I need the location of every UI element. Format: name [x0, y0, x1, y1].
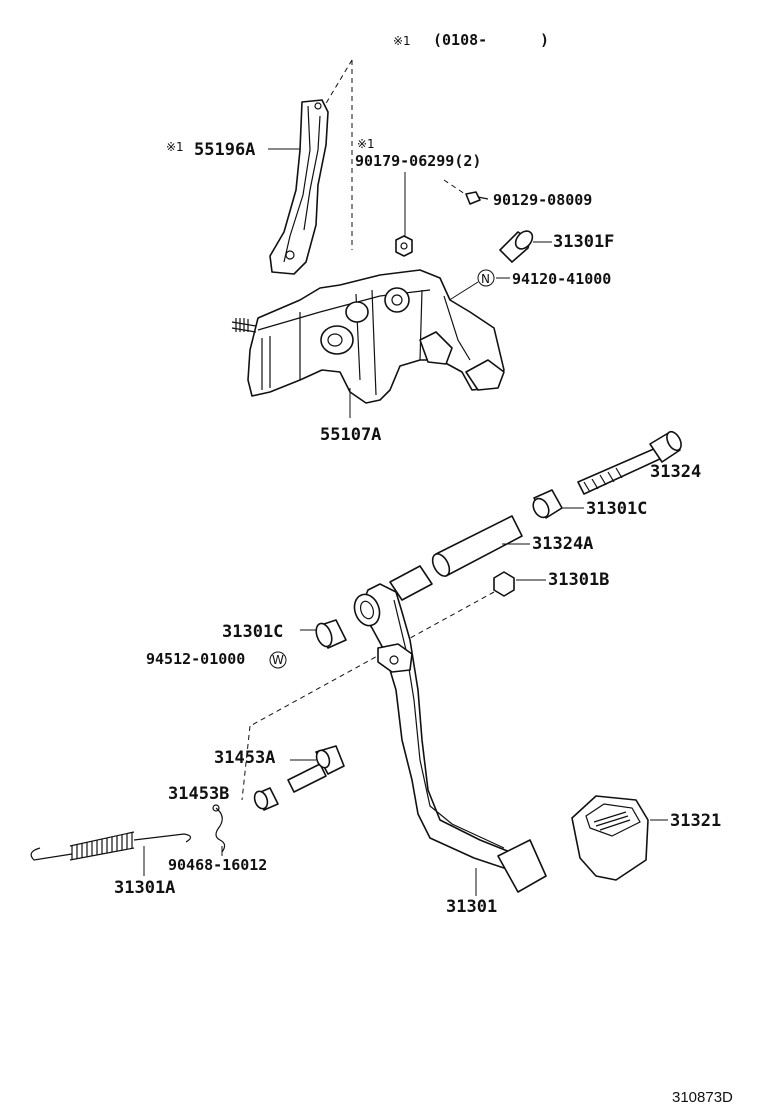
- screw-90129: [465, 191, 489, 205]
- pedal-pad-31321: [571, 795, 649, 881]
- pin-31453a: [287, 745, 345, 793]
- label-31453b: 31453B: [168, 784, 229, 804]
- header-date-range: (0108-: [433, 31, 487, 49]
- label-31453a: 31453A: [214, 748, 275, 768]
- cushion-31301b: [493, 571, 515, 597]
- label-31301c-top: 31301C: [586, 499, 647, 519]
- label-55107a: 55107A: [320, 425, 381, 445]
- diagram-ref-code: 310873D: [672, 1089, 733, 1106]
- label-94120: 94120-41000: [512, 270, 611, 288]
- header-date-close: ): [540, 31, 549, 49]
- label-31301b: 31301B: [548, 570, 609, 590]
- label-94120-symbol: N: [481, 272, 490, 286]
- label-31301: 31301: [446, 897, 497, 917]
- label-55196a: 55196A: [194, 140, 255, 160]
- pedal-support-55107a: [231, 269, 505, 404]
- bushing-31453b: [253, 787, 279, 811]
- nut-90179: [395, 235, 413, 257]
- label-55196a-mark: ※1: [166, 140, 184, 154]
- bushing-31301c-top: [532, 489, 563, 519]
- label-31324: 31324: [650, 462, 701, 482]
- label-90179-mark: ※1: [357, 137, 375, 151]
- label-31324a: 31324A: [532, 534, 593, 554]
- label-94512: 94512-01000: [146, 650, 245, 668]
- label-90468: 90468-16012: [168, 856, 267, 874]
- label-31301f: 31301F: [553, 232, 614, 252]
- label-31321: 31321: [670, 811, 721, 831]
- dashed-line-clip: [241, 725, 251, 801]
- bracket-dashed-line: [324, 59, 353, 106]
- n-symbol-icon: [477, 269, 495, 287]
- label-31301a: 31301A: [114, 878, 175, 898]
- collar-31324a: [431, 515, 523, 577]
- bracket-55196a: [269, 99, 329, 275]
- screw-dashed-line: [443, 179, 469, 197]
- label-31301c-left: 31301C: [222, 622, 283, 642]
- bushing-31301c-left: [315, 619, 347, 649]
- w-symbol-icon: [269, 651, 287, 669]
- bolt-31324: [577, 430, 682, 495]
- label-90129: 90129-08009: [493, 191, 592, 209]
- clip-90468: [212, 804, 226, 853]
- label-90179: 90179-06299(2): [355, 152, 481, 170]
- label-94512-symbol: W: [272, 653, 284, 667]
- dashed-line-cushion: [249, 591, 495, 727]
- pedal-lever-31301: [353, 565, 547, 893]
- bolt-31301f: [499, 230, 534, 263]
- header-mark: ※1: [393, 34, 411, 48]
- spring-31301a: [30, 831, 192, 861]
